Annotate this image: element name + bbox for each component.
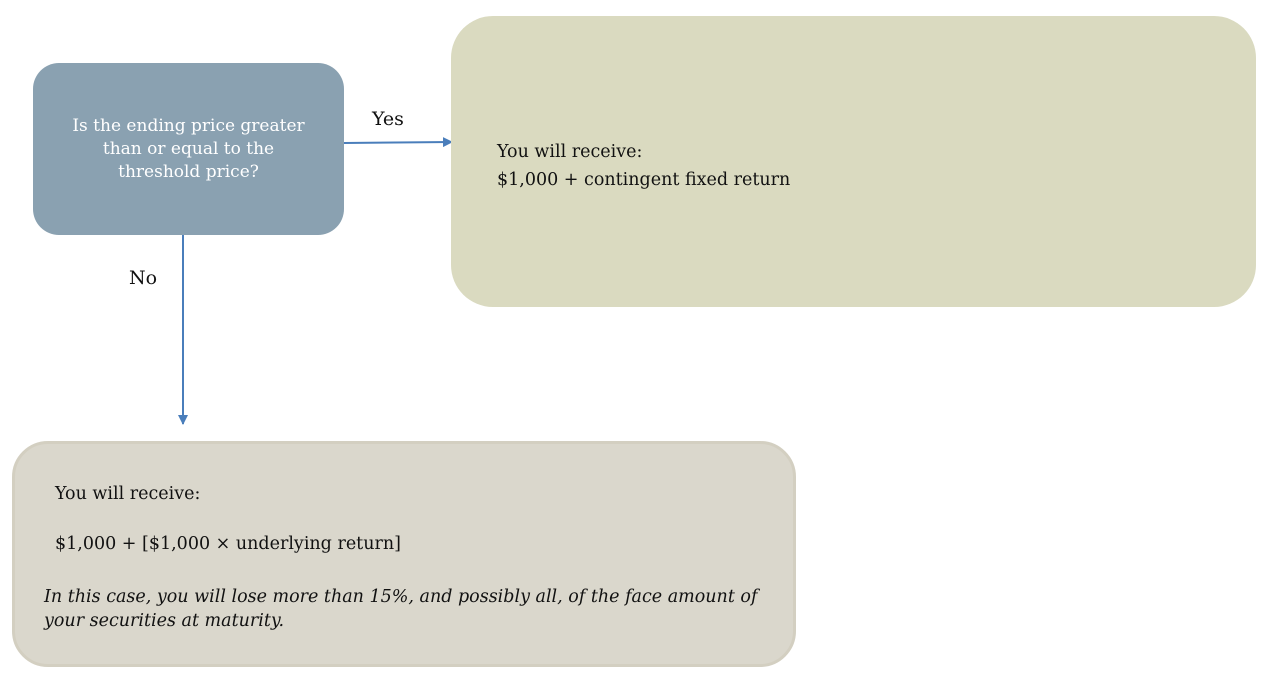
- no-outcome-line2: $1,000 + [$1,000 × underlying return]: [55, 534, 401, 554]
- yes-outcome-box: You will receive: $1,000 + contingent fi…: [451, 16, 1256, 307]
- yes-outcome-line1: You will receive:: [497, 142, 643, 162]
- yes-arrow: [343, 137, 453, 148]
- no-label: No: [129, 267, 158, 289]
- decision-box: Is the ending price greater than or equa…: [33, 63, 344, 235]
- no-outcome-box: You will receive: $1,000 + [$1,000 × und…: [12, 441, 796, 667]
- yes-label: Yes: [372, 108, 404, 130]
- yes-outcome-line2: $1,000 + contingent fixed return: [497, 170, 791, 190]
- decision-text: Is the ending price greater than or equa…: [72, 116, 305, 182]
- no-outcome-line1: You will receive:: [55, 484, 201, 504]
- no-outcome-note: In this case, you will lose more than 15…: [44, 587, 758, 631]
